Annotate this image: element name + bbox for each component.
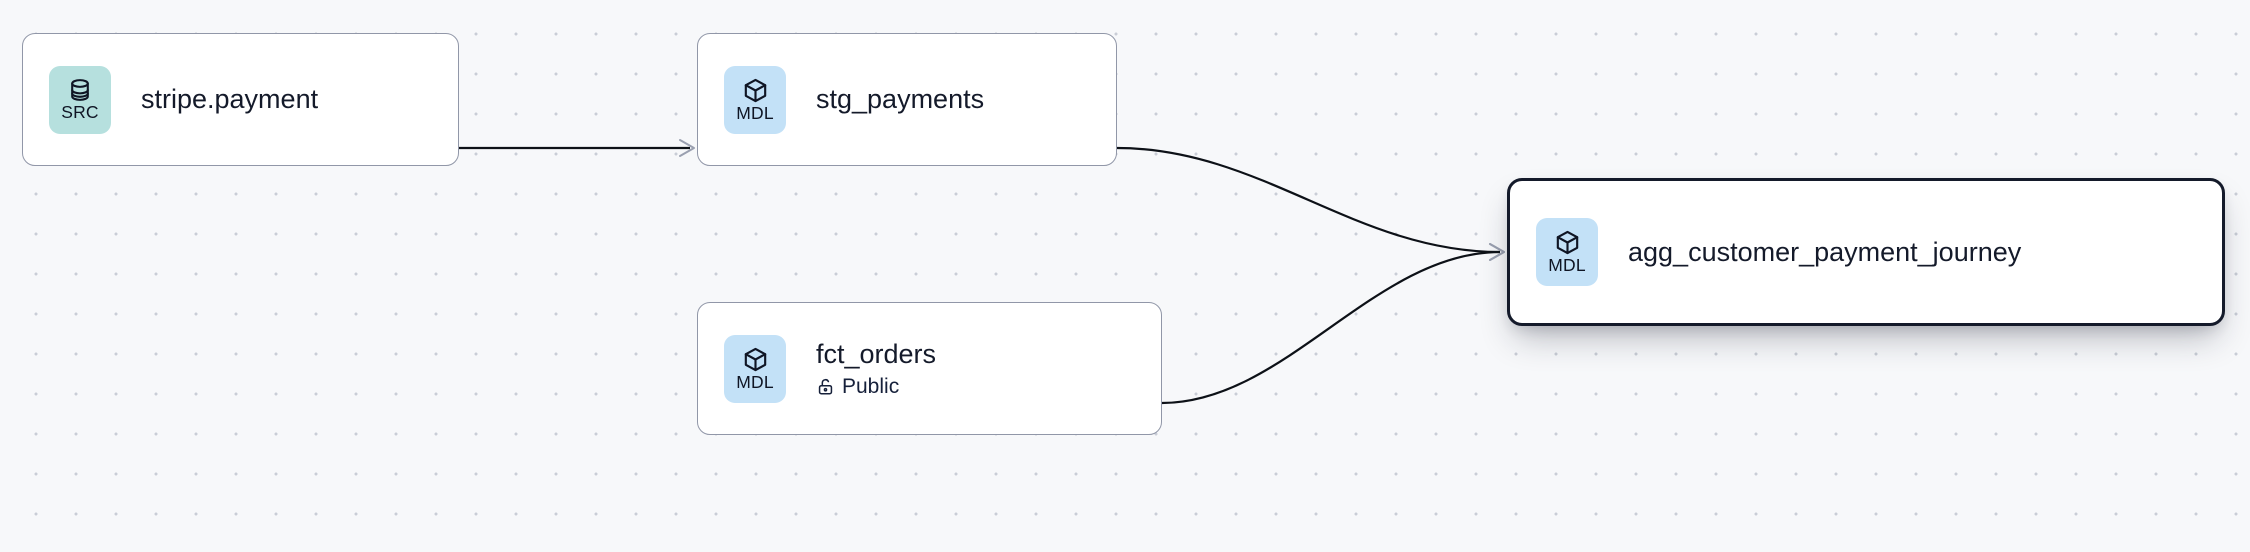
edge-fct-orders-to-agg-customer-payment-journey[interactable] bbox=[1161, 250, 1501, 405]
node-visibility-badge: Public bbox=[816, 375, 936, 398]
cube-icon bbox=[742, 346, 769, 373]
unlock-icon bbox=[816, 377, 835, 396]
node-title: fct_orders bbox=[816, 338, 937, 369]
node-body: stg_payments bbox=[816, 84, 984, 114]
node-body: stripe.payment bbox=[141, 84, 318, 114]
node-title: stripe.payment bbox=[141, 84, 319, 115]
node-visibility-label: Public bbox=[842, 375, 900, 399]
edge-arrowhead-icon bbox=[679, 139, 695, 157]
node-title: agg_customer_payment_journey bbox=[1628, 236, 2022, 267]
edge-arrowhead-icon bbox=[1489, 243, 1505, 261]
node-type-badge: MDL bbox=[724, 65, 786, 134]
node-type-badge-label: MDL bbox=[736, 371, 774, 392]
node-type-badge-label: MDL bbox=[736, 102, 774, 123]
node-type-badge: MDL bbox=[1536, 218, 1598, 286]
node-stg-payments[interactable]: MDL stg_payments bbox=[697, 33, 1117, 166]
node-stripe-payment[interactable]: SRC stripe.payment bbox=[22, 33, 459, 166]
cube-icon bbox=[742, 77, 769, 104]
node-title: stg_payments bbox=[816, 84, 985, 115]
database-icon bbox=[67, 77, 93, 103]
node-type-badge-label: SRC bbox=[61, 102, 99, 123]
edge-stg-payments-to-agg-customer-payment-journey[interactable] bbox=[1116, 146, 1501, 254]
node-type-badge: SRC bbox=[49, 65, 111, 134]
edge-arrowhead-icon bbox=[1489, 243, 1505, 261]
node-agg-customer-payment-journey[interactable]: MDL agg_customer_payment_journey bbox=[1507, 178, 2225, 326]
cube-icon bbox=[1554, 229, 1581, 256]
node-type-badge: MDL bbox=[724, 334, 786, 403]
node-body: agg_customer_payment_journey bbox=[1628, 237, 2021, 267]
node-type-badge-label: MDL bbox=[1548, 255, 1586, 276]
